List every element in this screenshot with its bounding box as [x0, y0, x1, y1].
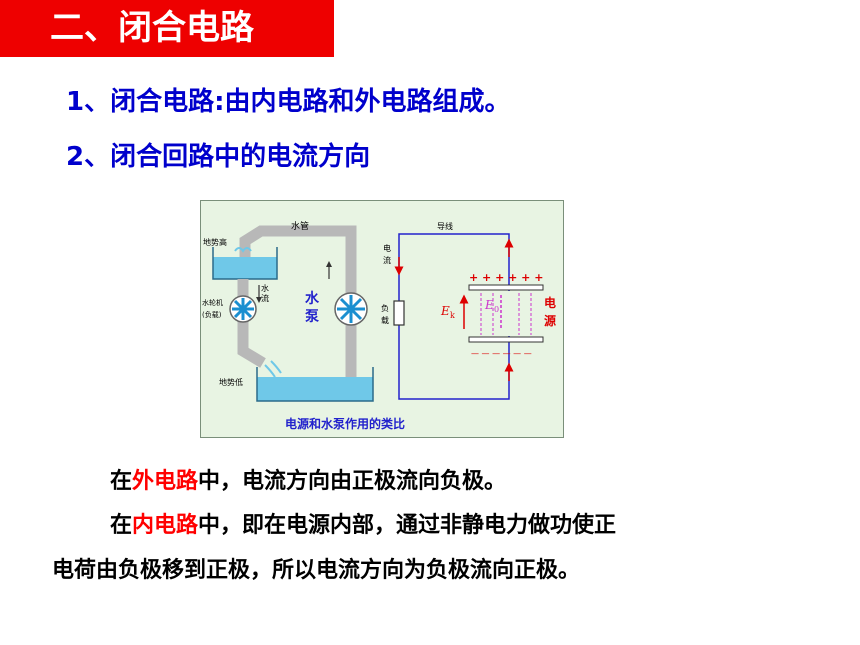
- plus-signs: + + + + + +: [469, 271, 543, 284]
- lower-water: [257, 377, 373, 401]
- label-low: 地势低: [219, 377, 243, 387]
- paragraph-line-1: 在外电路中，电流方向由正极流向负极。: [110, 467, 506, 497]
- figure-caption: 电源和水泵作用的类比: [285, 416, 405, 431]
- label-e0-sub: 0: [494, 305, 499, 314]
- label-ek: E: [440, 304, 450, 318]
- label-current-1: 电: [383, 243, 391, 253]
- point-2: 2、闭合回路中的电流方向: [66, 142, 371, 172]
- label-source-1: 电: [544, 295, 556, 310]
- paragraph-line-3: 电荷由负极移到正极，所以电流方向为负极流向正极。: [52, 558, 581, 583]
- water-splash-top: [234, 247, 252, 253]
- label-flow-1: 水: [261, 283, 269, 293]
- label-e0: E: [484, 298, 494, 312]
- line-1-after: 中，电流方向由正极流向负极。: [198, 469, 507, 494]
- title-bar: 二、闭合电路: [0, 0, 334, 57]
- analogy-diagram: 水管 地势高 水轮机 (负载) 水 流 水 泵 地势低 + + + +: [202, 220, 556, 431]
- label-turbine-load: (负载): [202, 310, 222, 319]
- label-load-2: 载: [381, 315, 389, 325]
- pump-blades: [337, 295, 365, 323]
- plate-gap: [505, 291, 513, 336]
- upper-water: [213, 257, 277, 279]
- label-wire: 导线: [437, 221, 453, 231]
- label-current-2: 流: [383, 255, 391, 265]
- lower-tank: [256, 367, 374, 402]
- water-splash-bottom: [264, 360, 282, 378]
- line-2-before: 在: [110, 513, 133, 538]
- label-flow-2: 流: [261, 293, 269, 303]
- label-high: 地势高: [203, 237, 227, 247]
- field-lines: [480, 293, 532, 335]
- label-pump-2: 泵: [305, 309, 319, 325]
- label-water-pipe: 水管: [291, 220, 309, 232]
- point-1: 1、闭合电路:由内电路和外电路组成。: [66, 87, 511, 117]
- line-2-highlight: 内电路: [132, 513, 199, 538]
- label-turbine: 水轮机: [202, 298, 223, 307]
- line-1-before: 在: [110, 469, 133, 494]
- paragraph-line-2: 在内电路中，即在电源内部，通过非静电力做功使正: [110, 511, 616, 541]
- label-ek-sub: k: [450, 311, 455, 320]
- load-resistor: [393, 300, 405, 326]
- negative-plate: [468, 336, 544, 343]
- minus-signs: — — — — — —: [471, 349, 532, 358]
- water-pipe-top: [239, 225, 357, 381]
- label-source-2: 源: [544, 313, 556, 328]
- analogy-figure: 水管 地势高 水轮机 (负载) 水 流 水 泵 地势低 + + + +: [200, 200, 564, 438]
- turbine-blades: [232, 298, 254, 320]
- line-2-after: 中，即在电源内部，通过非静电力做功使正: [198, 513, 617, 538]
- label-load-1: 负: [381, 303, 389, 313]
- label-pump-1: 水: [305, 290, 320, 307]
- line-1-highlight: 外电路: [132, 469, 199, 494]
- slide-title: 二、闭合电路: [50, 8, 254, 48]
- positive-plate: [468, 284, 544, 291]
